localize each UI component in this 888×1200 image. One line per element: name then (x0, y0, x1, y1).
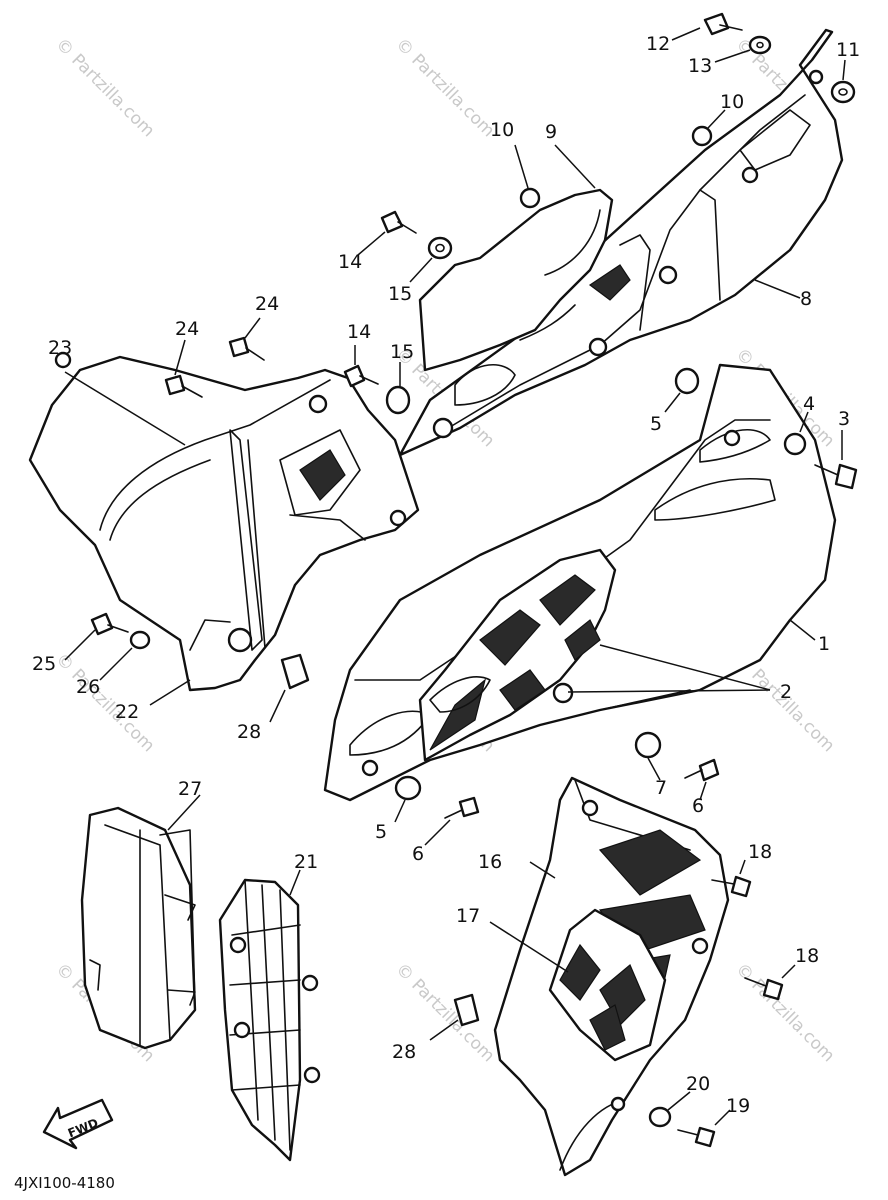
side-cover-right (398, 28, 844, 457)
callout-26: 26 (76, 676, 100, 698)
callout-27: 27 (178, 778, 202, 800)
hardware (54, 12, 858, 1148)
callout-21: 21 (294, 851, 318, 873)
callout-6: 6 (692, 795, 704, 817)
diagram-code: 4JXI100-4180 (14, 1174, 115, 1192)
callout-11: 11 (836, 39, 860, 61)
watermark: © Partzilla.com (51, 649, 158, 756)
callout-labels: 12 13 11 10 10 9 14 15 8 14 15 24 24 23 … (32, 33, 860, 1117)
watermark: © Partzilla.com (51, 34, 158, 141)
callout-16: 16 (478, 851, 502, 873)
callout-7: 7 (655, 777, 667, 799)
callout-10: 10 (490, 119, 514, 141)
callout-18: 18 (795, 945, 819, 967)
callout-2: 2 (780, 681, 792, 703)
decal-upper (418, 188, 614, 372)
fwd-arrow-icon: FWD (42, 1098, 114, 1150)
callout-8: 8 (800, 288, 812, 310)
graphic-decal (418, 548, 617, 762)
callout-18: 18 (748, 841, 772, 863)
callout-17: 17 (456, 905, 480, 927)
callout-6: 6 (412, 843, 424, 865)
callout-25: 25 (32, 653, 56, 675)
callout-28: 28 (237, 721, 261, 743)
side-cover-left (28, 355, 420, 692)
callout-19: 19 (726, 1095, 750, 1117)
callout-3: 3 (838, 408, 850, 430)
callout-5: 5 (650, 413, 662, 435)
callout-12: 12 (646, 33, 670, 55)
louver-grille (218, 878, 321, 1162)
callout-14: 14 (347, 321, 371, 343)
leader-lines (64, 27, 846, 1126)
callout-13: 13 (688, 55, 712, 77)
callout-10: 10 (720, 91, 744, 113)
shroud-decal (548, 908, 667, 1062)
callout-24: 24 (175, 318, 199, 340)
watermark: © Partzilla.com (391, 34, 498, 141)
callout-14: 14 (338, 251, 362, 273)
callout-15: 15 (390, 341, 414, 363)
callout-20: 20 (686, 1073, 710, 1095)
callout-4: 4 (803, 393, 815, 415)
callout-28: 28 (392, 1041, 416, 1063)
callout-5: 5 (375, 821, 387, 843)
callout-22: 22 (115, 701, 139, 723)
callout-9: 9 (545, 121, 557, 143)
callout-15: 15 (388, 283, 412, 305)
radiator-guard-left (80, 806, 197, 1050)
callout-23: 23 (48, 337, 72, 359)
callout-24: 24 (255, 293, 279, 315)
callout-1: 1 (818, 633, 830, 655)
